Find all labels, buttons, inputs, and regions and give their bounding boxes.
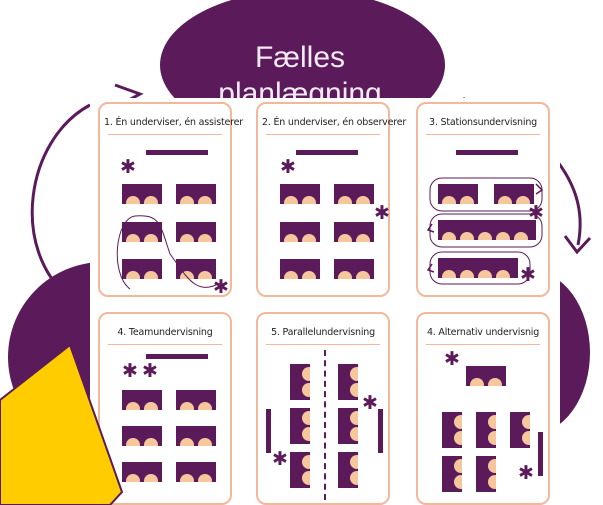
desk: [466, 366, 506, 386]
asterisk-icon: ✱: [528, 202, 544, 224]
desk: [442, 456, 462, 492]
whiteboard: [296, 150, 358, 155]
card-title: 2. Én underviser, én observerer: [262, 117, 407, 128]
card-title: 4. Teamundervisning: [117, 327, 213, 338]
divider-dashed-line: [324, 350, 326, 500]
card-6: 4. Alternativ undervisnig ✱ ✱: [416, 312, 550, 505]
desk: [438, 258, 518, 278]
whiteboard-right: [538, 432, 543, 476]
divider: [266, 134, 380, 135]
asterisk-icon: ✱: [272, 448, 288, 470]
desk: [476, 456, 496, 492]
card-title: 3. Stationsundervisning: [429, 117, 537, 128]
desk: [334, 222, 374, 242]
divider: [426, 344, 540, 345]
desk: [334, 259, 374, 279]
asterisk-icon: ✱: [142, 360, 158, 382]
desk: [280, 222, 320, 242]
desk: [338, 364, 358, 400]
asterisk-icon: ✱: [122, 360, 138, 382]
divider: [266, 344, 380, 345]
asterisk-icon: ✱: [280, 156, 296, 178]
desk: [176, 462, 216, 482]
top-label-line1: Fælles: [254, 41, 345, 74]
yellow-pointer-arrow: [0, 343, 124, 505]
asterisk-icon: ✱: [213, 276, 229, 298]
asterisk-icon: ✱: [444, 348, 460, 370]
desk: [176, 184, 216, 204]
asterisk-icon: ✱: [518, 462, 534, 484]
whiteboard: [146, 150, 208, 155]
desk: [510, 412, 530, 448]
desk: [176, 222, 216, 242]
desk: [122, 426, 162, 446]
desk: [494, 184, 534, 204]
asterisk-icon: ✱: [362, 392, 378, 414]
whiteboard: [146, 354, 208, 359]
desk: [176, 426, 216, 446]
desk: [122, 259, 162, 279]
card-title: 4. Alternativ undervisnig: [426, 327, 540, 338]
desk: [338, 452, 358, 488]
whiteboard-right: [378, 409, 383, 453]
desk: [122, 390, 162, 410]
divider: [108, 344, 222, 345]
asterisk-icon: ✱: [120, 156, 136, 178]
station-loops: [426, 177, 544, 285]
curved-arrow-icon: [30, 103, 91, 300]
desk: [122, 184, 162, 204]
arrow-head-right: [563, 235, 592, 255]
desk: [280, 259, 320, 279]
card-title: 5. Parallelundervisning: [271, 327, 375, 338]
desk: [290, 452, 310, 488]
divider: [426, 134, 540, 135]
card-4: 4. Teamundervisning ✱ ✱: [98, 312, 232, 505]
desk: [122, 222, 162, 242]
desk: [122, 462, 162, 482]
movement-path: [116, 215, 219, 290]
divider: [108, 134, 222, 135]
desk: [438, 220, 536, 240]
desk: [176, 259, 216, 279]
whiteboard: [456, 150, 518, 155]
card-3: 3. Stationsundervisning ✱ ✱: [416, 102, 550, 297]
desk: [176, 390, 216, 410]
desk: [290, 364, 310, 400]
asterisk-icon: ✱: [520, 264, 536, 286]
desk: [338, 408, 358, 444]
asterisk-icon: ✱: [374, 202, 390, 224]
models-panel: 1. Én underviser, én assisterer ✱ ✱ 2. É…: [90, 98, 560, 505]
card-1: 1. Én underviser, én assisterer ✱ ✱: [98, 102, 243, 298]
card-2: 2. Én underviser, én observerer ✱ ✱: [256, 102, 407, 297]
desk: [280, 184, 320, 204]
whiteboard-left: [266, 409, 271, 453]
desk: [334, 184, 374, 204]
desk: [442, 412, 462, 448]
desk: [476, 412, 496, 448]
card-title: 1. Én underviser, én assisterer: [104, 117, 243, 128]
desk: [290, 408, 310, 444]
desk: [438, 184, 478, 204]
card-5: 5. Parallelundervisning ✱ ✱: [256, 312, 390, 505]
